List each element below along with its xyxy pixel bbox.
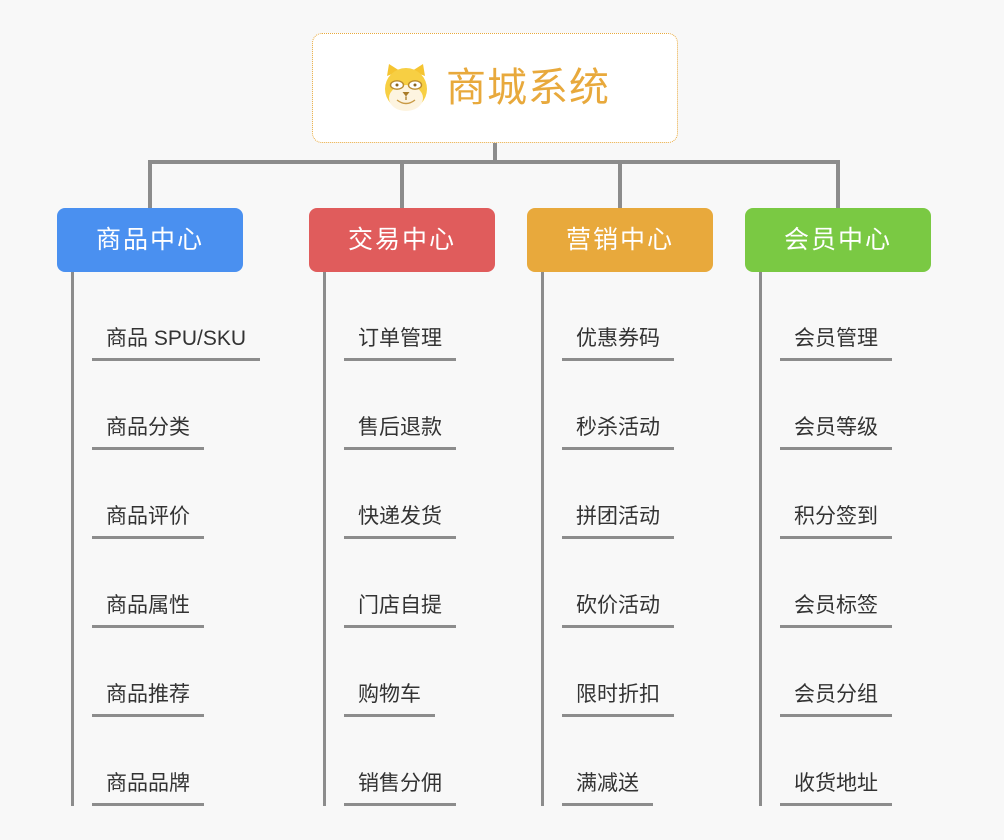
list-item[interactable]: 会员分组 — [760, 628, 931, 717]
list-item[interactable]: 会员等级 — [760, 361, 931, 450]
leaf-label: 积分签到 — [794, 504, 878, 528]
category-label: 会员中心 — [783, 225, 892, 254]
leaf-label: 商品 SPU/SKU — [106, 326, 247, 350]
leaf-list: 商品 SPU/SKU 商品分类 商品评价 商品属性 商品推荐 商品品牌 — [72, 272, 261, 806]
list-item[interactable]: 商品品牌 — [72, 717, 260, 806]
category-label: 商品中心 — [95, 225, 204, 254]
leaf-label: 会员分组 — [794, 682, 878, 706]
leaf-label: 收货地址 — [794, 771, 878, 795]
leaf-label: 售后退款 — [358, 415, 442, 439]
leaf-label: 优惠券码 — [576, 326, 660, 350]
list-item[interactable]: 门店自提 — [324, 539, 495, 628]
list-item[interactable]: 商品 SPU/SKU — [72, 272, 261, 361]
leaf-list: 订单管理 售后退款 快递发货 门店自提 购物车 销售分佣 — [324, 272, 495, 806]
list-item[interactable]: 售后退款 — [324, 361, 495, 450]
list-item[interactable]: 快递发货 — [324, 450, 495, 539]
category-label: 交易中心 — [347, 225, 456, 254]
connector-root-stem — [493, 143, 497, 164]
leaf-label: 门店自提 — [358, 593, 442, 617]
leaf-list: 会员管理 会员等级 积分签到 会员标签 会员分组 收货地址 — [760, 272, 931, 806]
category-column-member: 会员中心 会员管理 会员等级 积分签到 会员标签 会员分组 收货地址 — [745, 208, 931, 806]
leaf-label: 商品评价 — [106, 504, 190, 528]
connector-rail — [759, 272, 762, 806]
leaf-label: 商品属性 — [106, 593, 190, 617]
list-item[interactable]: 收货地址 — [760, 717, 931, 806]
list-item[interactable]: 砍价活动 — [542, 539, 713, 628]
list-item[interactable]: 积分签到 — [760, 450, 931, 539]
connector-drop-2 — [400, 160, 404, 208]
leaf-label: 商品推荐 — [106, 682, 190, 706]
leaf-label: 快递发货 — [358, 504, 442, 528]
leaf-wrapper: 商品 SPU/SKU 商品分类 商品评价 商品属性 商品推荐 商品品牌 — [57, 272, 261, 806]
list-item[interactable]: 限时折扣 — [542, 628, 713, 717]
list-item[interactable]: 销售分佣 — [324, 717, 495, 806]
leaf-label: 会员管理 — [794, 326, 878, 350]
category-box-product[interactable]: 商品中心 — [57, 208, 243, 272]
list-item[interactable]: 商品推荐 — [72, 628, 260, 717]
leaf-wrapper: 会员管理 会员等级 积分签到 会员标签 会员分组 收货地址 — [745, 272, 931, 806]
connector-rail — [323, 272, 326, 806]
leaf-label: 秒杀活动 — [576, 415, 660, 439]
leaf-label: 砍价活动 — [576, 593, 660, 617]
list-item[interactable]: 商品属性 — [72, 539, 260, 628]
leaf-wrapper: 订单管理 售后退款 快递发货 门店自提 购物车 销售分佣 — [309, 272, 495, 806]
leaf-list: 优惠券码 秒杀活动 拼团活动 砍价活动 限时折扣 满减送 — [542, 272, 713, 806]
leaf-label: 拼团活动 — [576, 504, 660, 528]
list-item[interactable]: 会员标签 — [760, 539, 931, 628]
list-item[interactable]: 秒杀活动 — [542, 361, 713, 450]
root-node[interactable]: 商城系统 — [312, 33, 678, 143]
connector-drop-1 — [148, 160, 152, 208]
leaf-wrapper: 优惠券码 秒杀活动 拼团活动 砍价活动 限时折扣 满减送 — [527, 272, 713, 806]
list-item[interactable]: 优惠券码 — [542, 272, 713, 361]
connector-horizontal-bar — [148, 160, 840, 164]
connector-rail — [71, 272, 74, 806]
connector-drop-3 — [618, 160, 622, 208]
list-item[interactable]: 商品分类 — [72, 361, 260, 450]
leaf-label: 商品品牌 — [106, 771, 190, 795]
list-item[interactable]: 拼团活动 — [542, 450, 713, 539]
connector-rail — [541, 272, 544, 806]
leaf-label: 限时折扣 — [576, 682, 660, 706]
category-box-member[interactable]: 会员中心 — [745, 208, 931, 272]
leaf-label: 会员标签 — [794, 593, 878, 617]
category-label: 营销中心 — [565, 225, 674, 254]
category-column-marketing: 营销中心 优惠券码 秒杀活动 拼团活动 砍价活动 限时折扣 满减送 — [527, 208, 713, 806]
shiba-dog-icon — [380, 62, 432, 114]
connector-drop-4 — [836, 160, 840, 208]
category-box-trade[interactable]: 交易中心 — [309, 208, 495, 272]
list-item[interactable]: 满减送 — [542, 717, 713, 806]
list-item[interactable]: 订单管理 — [324, 272, 495, 361]
list-item[interactable]: 购物车 — [324, 628, 495, 717]
leaf-label: 会员等级 — [794, 415, 878, 439]
leaf-label: 满减送 — [576, 771, 639, 795]
list-item[interactable]: 商品评价 — [72, 450, 260, 539]
leaf-label: 销售分佣 — [358, 771, 442, 795]
leaf-label: 订单管理 — [358, 326, 442, 350]
category-box-marketing[interactable]: 营销中心 — [527, 208, 713, 272]
category-column-trade: 交易中心 订单管理 售后退款 快递发货 门店自提 购物车 销售分佣 — [309, 208, 495, 806]
list-item[interactable]: 会员管理 — [760, 272, 931, 361]
root-title: 商城系统 — [446, 66, 610, 110]
category-column-product: 商品中心 商品 SPU/SKU 商品分类 商品评价 商品属性 商品推荐 商品品牌 — [57, 208, 261, 806]
leaf-label: 购物车 — [358, 682, 421, 706]
leaf-label: 商品分类 — [106, 415, 190, 439]
